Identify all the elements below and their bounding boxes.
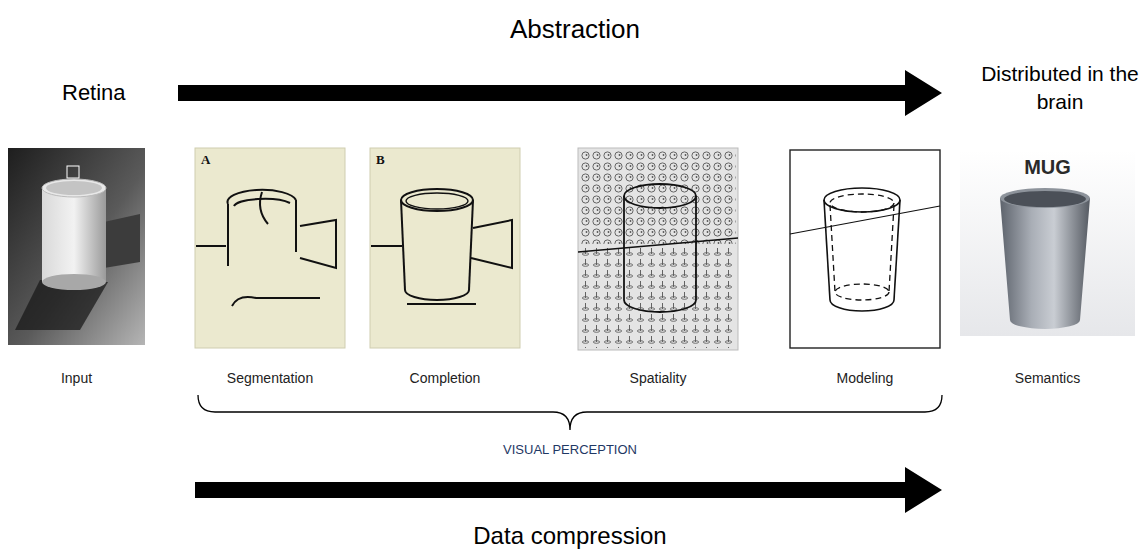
panel-caption: Completion: [410, 370, 481, 386]
modeling-sketch: [790, 150, 940, 348]
panel-caption: Spatiality: [630, 370, 687, 386]
spatiality-sketch: [578, 148, 738, 350]
panel-caption: Input: [61, 370, 92, 386]
start-label: Retina: [62, 80, 126, 106]
image-panel: Modeling: [790, 148, 940, 393]
panel-caption: Segmentation: [227, 370, 313, 386]
group-label: VISUAL PERCEPTION: [503, 442, 637, 457]
perception-bracket: [198, 395, 942, 430]
image-panel: MUG Semantics: [960, 148, 1135, 393]
object-name: MUG: [1024, 156, 1071, 179]
panel-letter: A: [201, 152, 210, 168]
end-label: Distributed in the brain: [980, 60, 1140, 116]
abstraction-arrow: [178, 70, 942, 116]
completion-sketch: [370, 148, 520, 348]
panel-caption: Semantics: [1015, 370, 1080, 386]
panel-caption: Modeling: [837, 370, 894, 386]
panel-letter: B: [376, 152, 385, 168]
image-panel: Spatiality: [578, 148, 738, 393]
axis-title: Data compression: [473, 522, 666, 550]
segmentation-sketch: [195, 148, 345, 348]
image-panel: A Segmentation: [195, 148, 345, 393]
image-panel: Input: [8, 148, 145, 393]
axis-title: Abstraction: [510, 14, 640, 45]
compression-arrow: [195, 467, 942, 513]
input-photo: [8, 148, 145, 345]
mug-render: [960, 150, 1135, 336]
image-panel: B Completion: [370, 148, 520, 393]
